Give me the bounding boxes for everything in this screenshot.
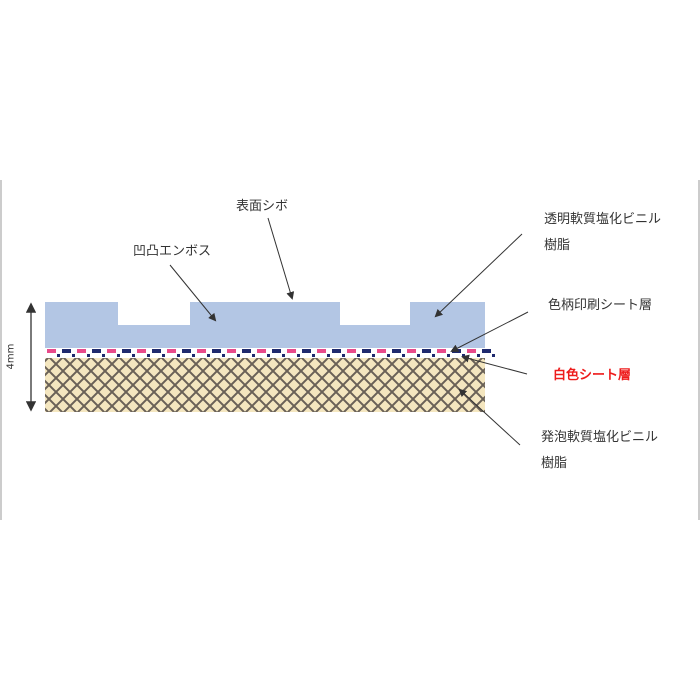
white-sheet-layer (45, 354, 485, 358)
printed-sheet-layer (45, 348, 495, 357)
print-dot (462, 354, 465, 357)
print-dot (87, 354, 90, 357)
print-dot (312, 354, 315, 357)
print-dash (182, 349, 191, 353)
label-printed-sheet: 色柄印刷シート層 (548, 298, 653, 313)
print-dash (197, 349, 206, 353)
print-dot (297, 354, 300, 357)
print-dot (222, 354, 225, 357)
print-dot (117, 354, 120, 357)
label-surface-texture: 表面シボ (236, 199, 289, 214)
label-emboss: 凹凸エンボス (133, 244, 212, 259)
label-foamed-pvc: 発泡軟質塩化ビニル 樹脂 (541, 431, 658, 470)
label-white-sheet: 白色シート層 (553, 368, 632, 383)
print-dot (432, 354, 435, 357)
print-dot (492, 354, 495, 357)
print-dot (147, 354, 150, 357)
print-dot (342, 354, 345, 357)
foamed-pvc-layer (45, 358, 485, 412)
arrow-surface-texture (267, 217, 295, 300)
print-dash (287, 349, 296, 353)
arrow-emboss (169, 264, 217, 322)
label-thickness: 4mm (5, 343, 17, 370)
print-dot (327, 354, 330, 357)
print-dash (152, 349, 161, 353)
print-dash (77, 349, 86, 353)
print-dot (102, 354, 105, 357)
print-dash (227, 349, 236, 353)
print-dot (417, 354, 420, 357)
print-dash (212, 349, 221, 353)
print-dot (162, 354, 165, 357)
print-dot (177, 354, 180, 357)
print-dot (267, 354, 270, 357)
print-dash (107, 349, 116, 353)
print-dash (467, 349, 476, 353)
print-dot (372, 354, 375, 357)
print-dot (57, 354, 60, 357)
print-dot (402, 354, 405, 357)
print-dash (362, 349, 371, 353)
arrow-white-sheet (461, 354, 528, 375)
print-dash (482, 349, 491, 353)
print-dot (72, 354, 75, 357)
print-dash (407, 349, 416, 353)
label-transparent-pvc-line2: 樹脂 (544, 238, 571, 253)
print-dash (452, 349, 461, 353)
print-dash (242, 349, 251, 353)
print-dash (47, 349, 56, 353)
print-dot (207, 354, 210, 357)
label-foamed-pvc-line2: 樹脂 (541, 456, 568, 471)
print-dash (377, 349, 386, 353)
print-dot (357, 354, 360, 357)
print-dash (122, 349, 131, 353)
print-dash (437, 349, 446, 353)
label-transparent-pvc-line1: 透明軟質塩化ビニル (544, 212, 662, 227)
print-dash (317, 349, 326, 353)
print-dot (252, 354, 255, 357)
transparent-pvc-layer (45, 302, 485, 348)
print-dash (347, 349, 356, 353)
print-dash (302, 349, 311, 353)
print-dash (137, 349, 146, 353)
print-dot (282, 354, 285, 357)
print-dash (332, 349, 341, 353)
print-dot (477, 354, 480, 357)
arrow-printed-sheet (450, 311, 529, 352)
print-dot (447, 354, 450, 357)
print-dot (387, 354, 390, 357)
print-dash (62, 349, 71, 353)
arrow-foamed-pvc (458, 388, 521, 446)
print-dash (272, 349, 281, 353)
label-foamed-pvc-line1: 発泡軟質塩化ビニル (541, 430, 659, 445)
label-transparent-pvc: 透明軟質塩化ビニル 樹脂 (544, 213, 661, 252)
print-dash (422, 349, 431, 353)
arrow-transparent-pvc (434, 233, 523, 318)
print-dash (167, 349, 176, 353)
print-dot (237, 354, 240, 357)
print-dash (257, 349, 266, 353)
print-dot (132, 354, 135, 357)
print-dot (192, 354, 195, 357)
print-dash (92, 349, 101, 353)
print-dash (392, 349, 401, 353)
